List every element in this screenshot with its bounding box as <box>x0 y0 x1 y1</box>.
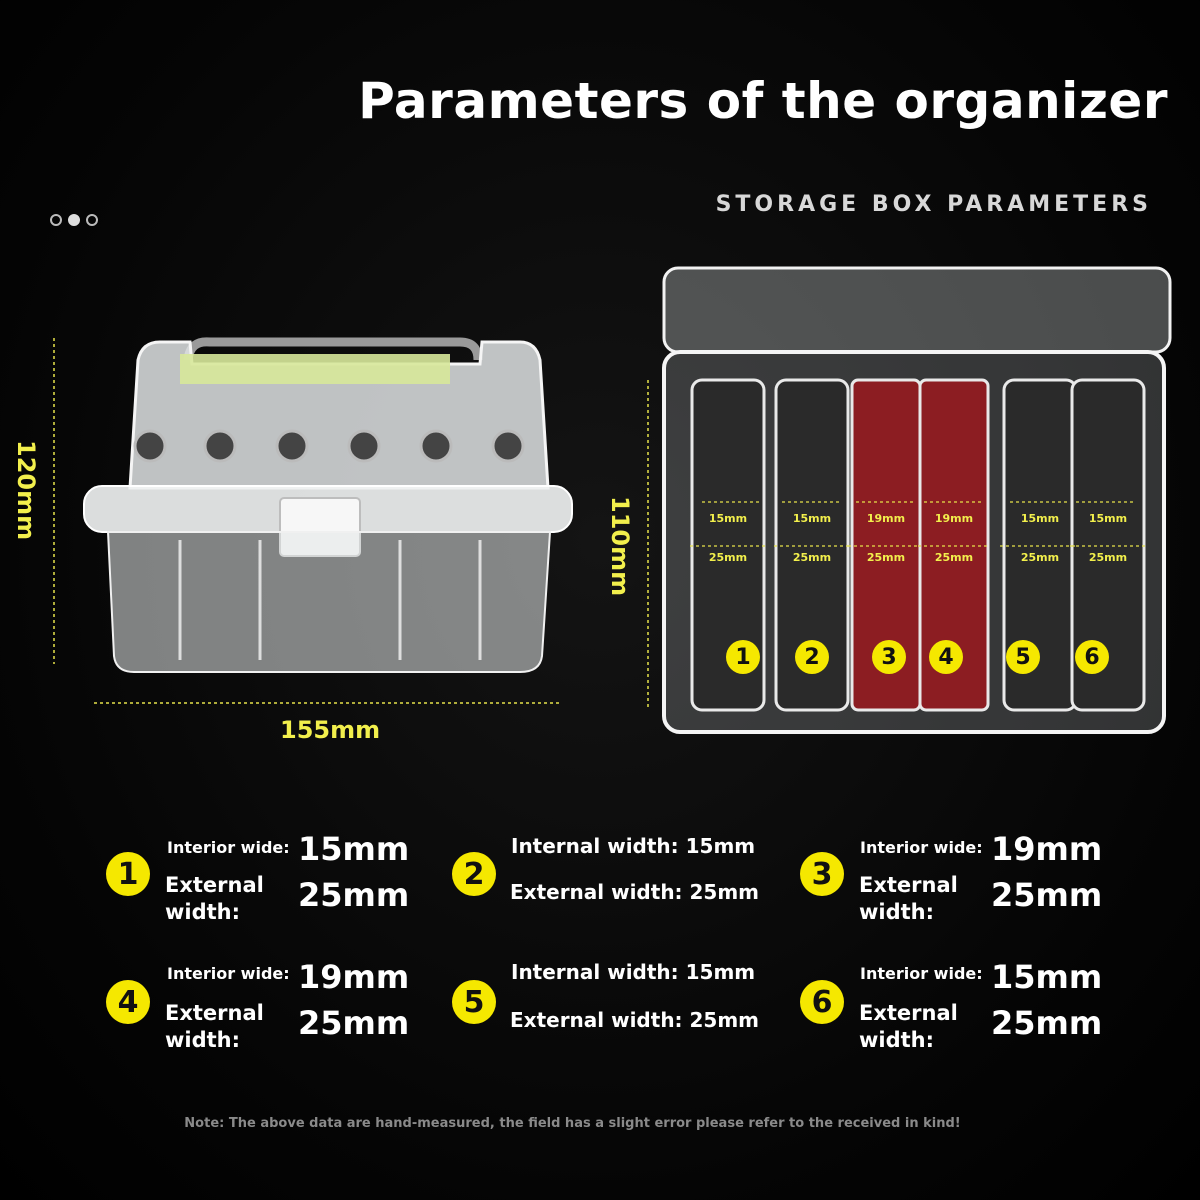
interior-line: Internal width: 15mm <box>511 834 756 858</box>
spec-number-badge: 3 <box>800 852 844 896</box>
interior-value: 15mm <box>298 830 410 868</box>
compartment-number-badge: 6 <box>1075 640 1109 674</box>
interior-label: Interior wide: <box>860 838 983 857</box>
compartment-number-badge: 4 <box>929 640 963 674</box>
interior-value: 19mm <box>991 830 1103 868</box>
compartment-external: 25mm <box>1088 551 1128 564</box>
spec-number-badge: 4 <box>106 980 150 1024</box>
compartment-external: 25mm <box>792 551 832 564</box>
carousel-dots <box>50 214 98 226</box>
page-title: Parameters of the organizer <box>358 72 1168 130</box>
spec-number-badge: 5 <box>452 980 496 1024</box>
external-label: External width: <box>165 873 264 924</box>
width-dimension-label: 155mm <box>280 716 381 744</box>
height-dimension-label: 120mm <box>12 440 40 541</box>
compartment-external: 25mm <box>1020 551 1060 564</box>
compartment-interior: 15mm <box>1020 512 1060 525</box>
compartment-1: 15mm 25mm <box>692 512 764 564</box>
compartment-number-badge: 3 <box>872 640 906 674</box>
external-label: External width: <box>859 1001 958 1052</box>
compartment-5: 15mm 25mm <box>1004 512 1076 564</box>
compartment-number-badge: 1 <box>726 640 760 674</box>
spec-number-badge: 2 <box>452 852 496 896</box>
external-value: 25mm <box>298 876 410 914</box>
external-value: 25mm <box>991 1004 1103 1042</box>
external-label: External width: <box>165 1001 264 1052</box>
spec-4: 4 Interior wide: 19mm External width: 25… <box>106 958 426 1068</box>
interior-value: 19mm <box>298 958 410 996</box>
spec-2: 2 Internal width: 15mm External width: 2… <box>452 830 772 940</box>
compartment-interior: 15mm <box>1088 512 1128 525</box>
external-label: External width: <box>859 873 958 924</box>
section-subtitle: STORAGE BOX PARAMETERS <box>715 192 1152 217</box>
compartment-number-badge: 5 <box>1006 640 1040 674</box>
compartment-6: 15mm 25mm <box>1072 512 1144 564</box>
interior-label: Interior wide: <box>860 964 983 983</box>
interior-label: Interior wide: <box>167 838 290 857</box>
compartment-external: 25mm <box>708 551 748 564</box>
carousel-dot[interactable] <box>50 214 62 226</box>
external-line: External width: 25mm <box>510 880 760 904</box>
spec-6: 6 Interior wide: 15mm External width: 25… <box>800 958 1120 1068</box>
box-open-image: 15mm 25mm 15mm 25mm 19mm 25mm 19mm 25mm … <box>620 262 1180 742</box>
spec-number-badge: 6 <box>800 980 844 1024</box>
carousel-dot[interactable] <box>86 214 98 226</box>
box-front-illustration <box>53 337 573 704</box>
compartment-number-badge: 2 <box>795 640 829 674</box>
box-open-illustration <box>647 266 1172 734</box>
external-line: External width: 25mm <box>510 1008 760 1032</box>
compartment-interior: 15mm <box>708 512 748 525</box>
interior-line: Internal width: 15mm <box>511 960 756 984</box>
compartment-interior: 15mm <box>792 512 832 525</box>
measurement-note: Note: The above data are hand-measured, … <box>184 1116 961 1131</box>
interior-label: Interior wide: <box>167 964 290 983</box>
external-value: 25mm <box>298 1004 410 1042</box>
compartment-external: 25mm <box>934 551 974 564</box>
compartment-3: 19mm 25mm <box>852 512 920 564</box>
spec-number-badge: 1 <box>106 852 150 896</box>
spec-3: 3 Interior wide: 19mm External width: 25… <box>800 830 1120 940</box>
depth-dimension-label: 110mm <box>606 496 634 597</box>
spec-1: 1 Interior wide: 15mm External width: 25… <box>106 830 426 940</box>
carousel-dot-active[interactable] <box>68 214 80 226</box>
external-value: 25mm <box>991 876 1103 914</box>
compartment-4: 19mm 25mm <box>920 512 988 564</box>
compartment-external: 25mm <box>866 551 906 564</box>
compartment-interior: 19mm <box>866 512 906 525</box>
interior-value: 15mm <box>991 958 1103 996</box>
compartment-interior: 19mm <box>934 512 974 525</box>
box-front-image <box>20 320 600 760</box>
spec-5: 5 Internal width: 15mm External width: 2… <box>452 958 772 1068</box>
compartment-2: 15mm 25mm <box>776 512 848 564</box>
